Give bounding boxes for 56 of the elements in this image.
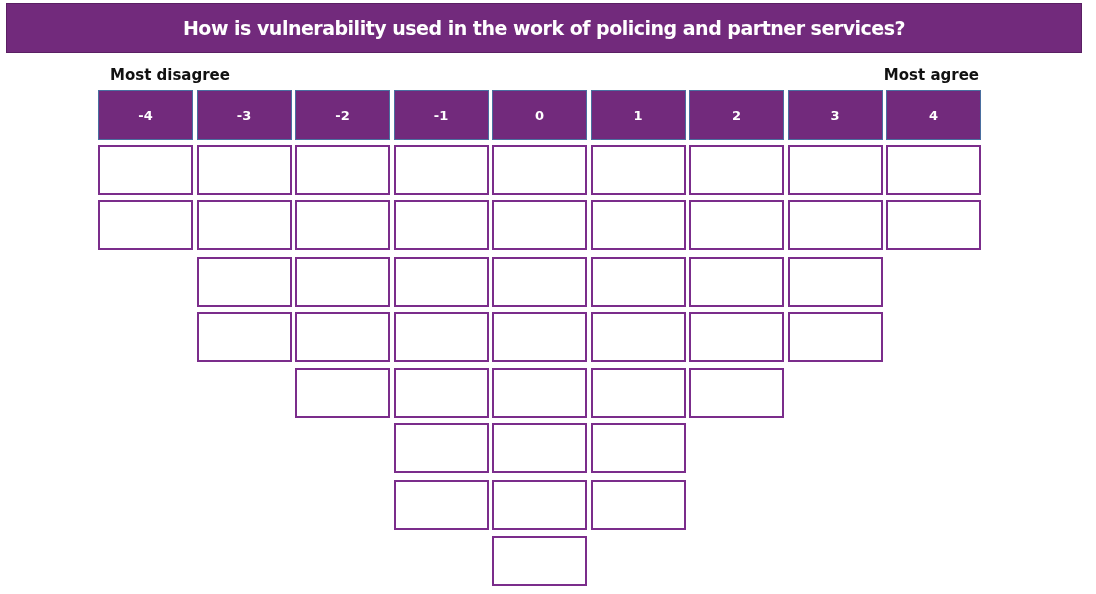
empty-card-slot — [196, 257, 292, 307]
empty-card-slot — [689, 368, 784, 418]
empty-card-slot — [295, 312, 390, 362]
empty-card-slot — [590, 312, 686, 362]
empty-card-slot — [492, 145, 587, 195]
empty-card-slot — [787, 312, 883, 362]
empty-card-slot — [196, 200, 292, 250]
empty-card-slot — [787, 257, 883, 307]
empty-card-slot — [787, 200, 883, 250]
empty-card-slot — [393, 257, 489, 307]
scale-header-cell: 0 — [492, 90, 587, 140]
empty-card-slot — [689, 145, 784, 195]
empty-card-slot — [492, 312, 587, 362]
scale-header-cell: -2 — [295, 90, 390, 140]
empty-card-slot — [590, 368, 686, 418]
empty-card-slot — [393, 368, 489, 418]
empty-card-slot — [886, 200, 981, 250]
empty-card-slot — [492, 480, 587, 530]
scale-header-cell: 3 — [787, 90, 883, 140]
empty-card-slot — [492, 536, 587, 586]
empty-card-slot — [590, 200, 686, 250]
empty-card-slot — [295, 145, 390, 195]
scale-header-cell: -3 — [196, 90, 292, 140]
empty-card-slot — [492, 257, 587, 307]
empty-card-slot — [689, 257, 784, 307]
scale-end-label: Most disagree — [110, 66, 230, 84]
scale-header-cell: -1 — [393, 90, 489, 140]
empty-card-slot — [492, 368, 587, 418]
empty-card-slot — [492, 200, 587, 250]
empty-card-slot — [689, 312, 784, 362]
empty-card-slot — [393, 145, 489, 195]
empty-card-slot — [393, 312, 489, 362]
scale-header-cell: -4 — [98, 90, 193, 140]
scale-header-cell: 4 — [886, 90, 981, 140]
empty-card-slot — [689, 200, 784, 250]
scale-header-cell: 2 — [689, 90, 784, 140]
empty-card-slot — [492, 423, 587, 473]
empty-card-slot — [590, 423, 686, 473]
empty-card-slot — [787, 145, 883, 195]
title-banner: How is vulnerability used in the work of policing and partner services? — [6, 3, 1082, 53]
empty-card-slot — [590, 257, 686, 307]
empty-card-slot — [590, 480, 686, 530]
empty-card-slot — [590, 145, 686, 195]
empty-card-slot — [393, 480, 489, 530]
empty-card-slot — [295, 368, 390, 418]
empty-card-slot — [393, 200, 489, 250]
empty-card-slot — [196, 312, 292, 362]
empty-card-slot — [196, 145, 292, 195]
empty-card-slot — [393, 423, 489, 473]
empty-card-slot — [98, 145, 193, 195]
empty-card-slot — [886, 145, 981, 195]
scale-header-cell: 1 — [590, 90, 686, 140]
empty-card-slot — [98, 200, 193, 250]
scale-end-label: Most agree — [883, 66, 979, 84]
empty-card-slot — [295, 200, 390, 250]
empty-card-slot — [295, 257, 390, 307]
